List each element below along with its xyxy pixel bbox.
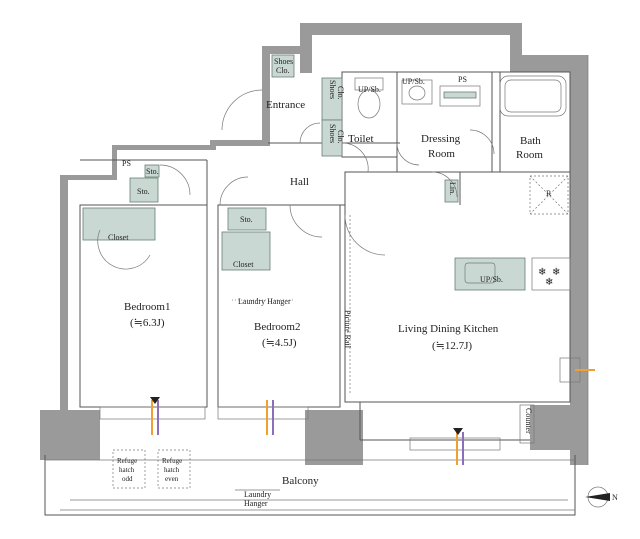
refuge-hatch-even-3: even	[165, 475, 179, 483]
shoes-clo-low: Shoes	[328, 124, 337, 143]
bath-room-label-1: Bath	[520, 135, 541, 147]
ps-left: PS	[122, 159, 131, 168]
balcony-label: Balcony	[282, 475, 319, 487]
sto-bed1-a	[144, 164, 160, 178]
refuge-hatch-odd-3: odd	[122, 475, 133, 483]
hall-label: Hall	[290, 176, 309, 188]
shoes-closet-low	[321, 119, 343, 157]
laundry-hanger-label: Laundry Hanger	[238, 297, 291, 306]
fixtures: ❄ ❄ ❄	[354, 75, 571, 444]
closet-bed1	[82, 207, 156, 241]
bedroom2-size: (≒4.5J)	[262, 337, 297, 349]
refuge-hatch-even-1: Refuge	[162, 457, 182, 465]
r-label: R	[546, 189, 552, 198]
up-sb-dressing: UP/Sb.	[402, 77, 425, 86]
lin-label: Lin.	[448, 182, 457, 195]
bath-room-label-2: Room	[516, 149, 543, 161]
ps-top: PS	[458, 75, 467, 84]
balcony-laundry-hanger-1: Laundry	[244, 490, 271, 499]
bedroom1-label: Bedroom1	[124, 301, 170, 313]
refuge-hatch-odd-2: hatch	[119, 466, 135, 474]
shoes-clo-top-2: Clo.	[276, 66, 290, 75]
svg-text:❄: ❄	[545, 277, 553, 288]
closet-bed2-label: Closet	[233, 260, 254, 269]
shoes-closet-top	[271, 54, 295, 78]
sto-bed1-b-label: Sto.	[137, 187, 150, 196]
north-arrow-icon: N	[585, 486, 618, 508]
north-label: N	[612, 493, 618, 502]
bedroom2-label: Bedroom2	[254, 321, 300, 333]
up-sb-kitchen: UP/Sb.	[480, 275, 503, 284]
entrance-label: Entrance	[266, 99, 305, 111]
shoes-clo-mid: Shoes	[328, 80, 337, 99]
balcony-laundry-hanger-2: Hanger	[244, 499, 268, 508]
closet-bed2	[221, 231, 271, 271]
shoes-clo-top-1: Shoes	[274, 57, 293, 66]
counter-label: Counter	[524, 408, 533, 434]
refuge-hatch-even-2: hatch	[164, 466, 180, 474]
sto-bed2	[227, 207, 267, 231]
bedroom1-size: (≒6.3J)	[130, 317, 165, 329]
windows	[99, 357, 595, 465]
shoes-clo-low-2: Clo.	[336, 130, 345, 144]
svg-text:❄: ❄	[552, 267, 560, 278]
sto-bed1-b	[129, 177, 159, 203]
up-sb-toilet: UP/Sb.	[358, 85, 381, 94]
labels: Entrance Toilet Dressing Room Bath Room …	[108, 57, 552, 508]
doors	[97, 89, 495, 270]
outer-walls	[40, 23, 589, 516]
shoes-clo-mid-2: Clo.	[336, 86, 345, 100]
refuge-hatch-odd-1: Refuge	[117, 457, 137, 465]
ldk-size: (≒12.7J)	[432, 340, 472, 352]
dressing-room-label-2: Room	[428, 148, 455, 160]
closet-bed1-label: Closet	[108, 233, 129, 242]
svg-text:❄: ❄	[538, 267, 546, 278]
lin-storage	[444, 179, 459, 203]
toilet-label: Toilet	[348, 133, 374, 145]
dressing-room-label-1: Dressing	[421, 133, 461, 145]
sto-bed2-label: Sto.	[240, 215, 253, 224]
sto-bed1-a-label: Sto.	[146, 167, 159, 176]
ldk-label: Living Dining Kitchen	[398, 323, 499, 335]
picture-rail-label: Picture Rail	[343, 310, 352, 349]
